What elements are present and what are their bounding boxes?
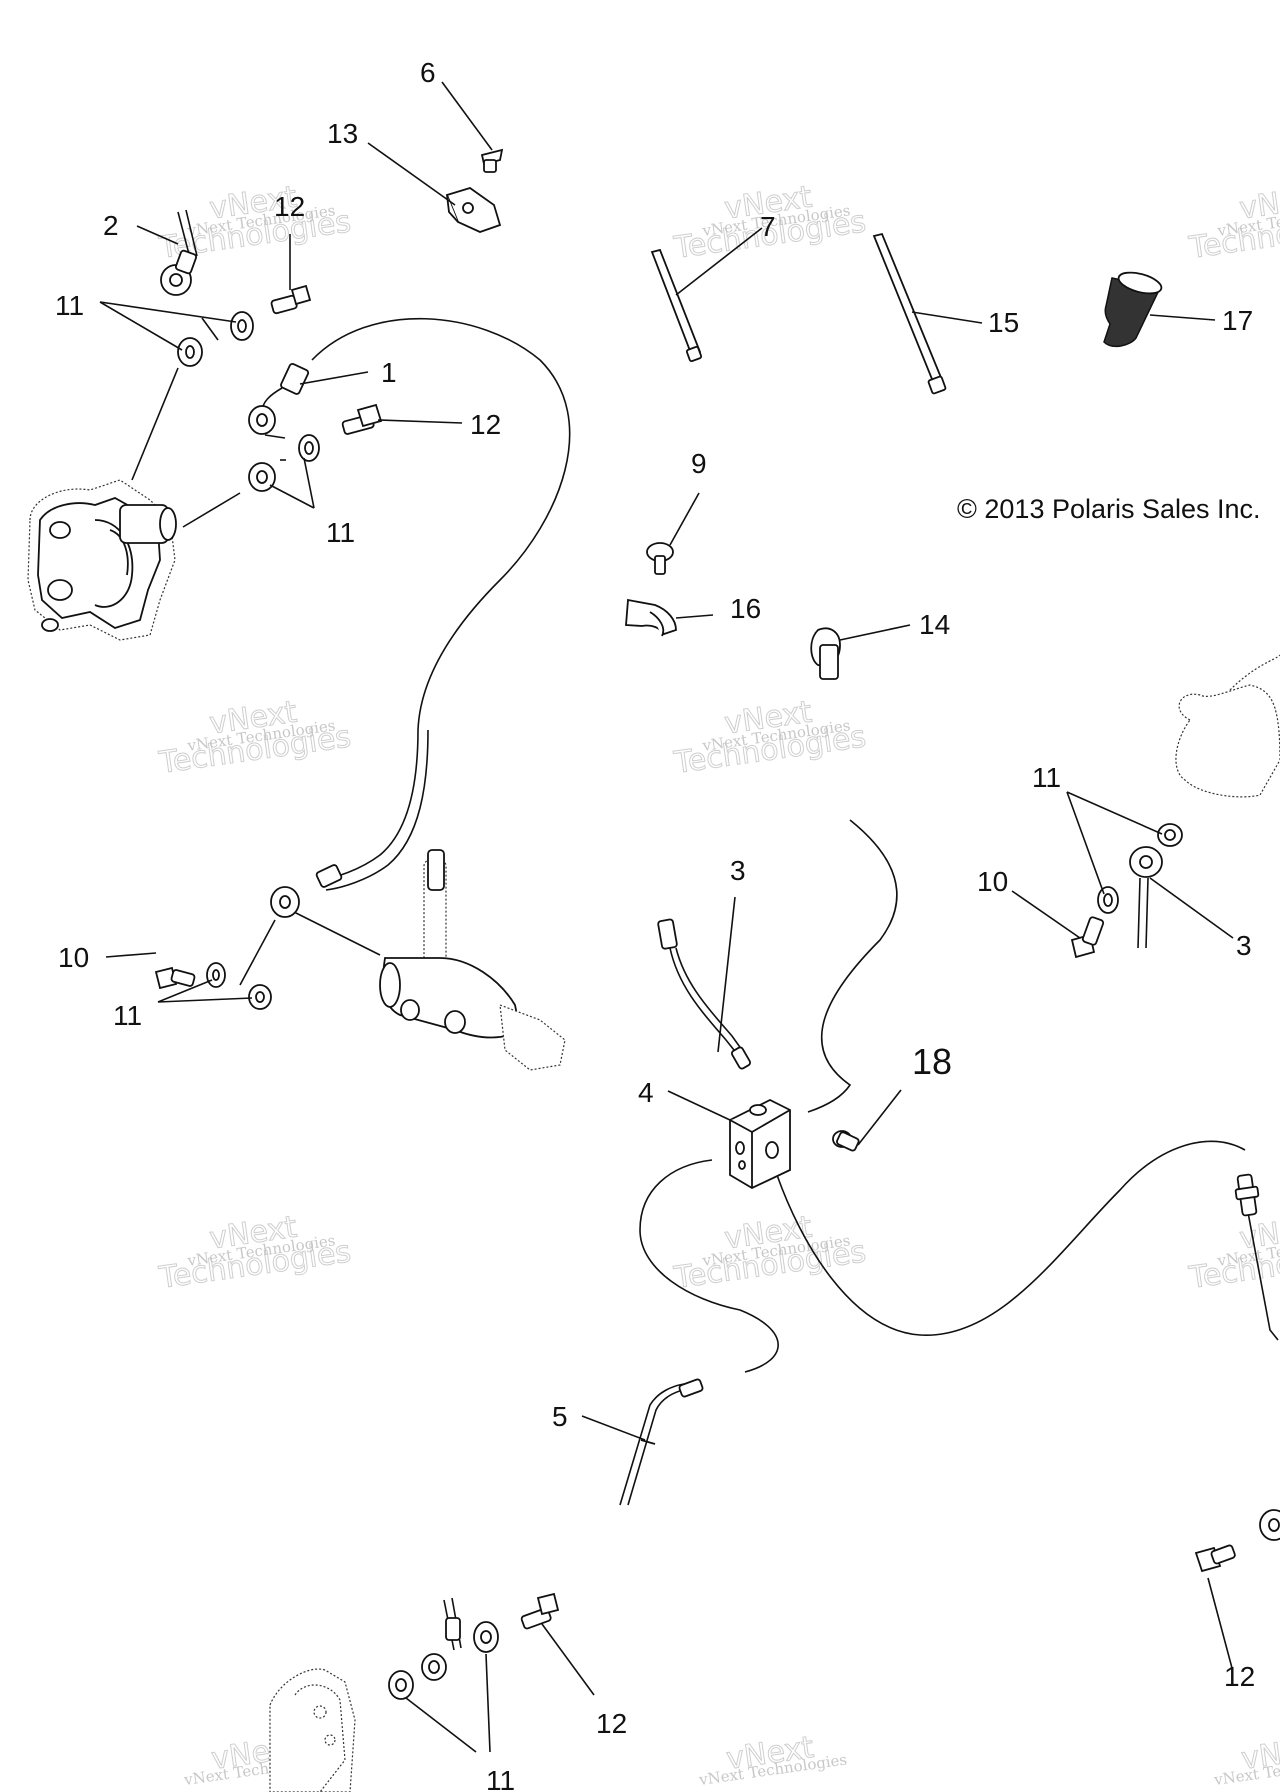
- callout-3: 3: [1236, 930, 1252, 961]
- rear-right-fitting: [1234, 1173, 1260, 1217]
- callout-11: 11: [113, 1000, 142, 1031]
- cable-tie-7: [650, 248, 703, 363]
- callout-3: 3: [730, 855, 746, 886]
- watermark: Technologies vNext Technologies vNext: [1186, 1209, 1280, 1296]
- callout-12: 12: [470, 409, 501, 440]
- sleeve-17: [1103, 271, 1163, 348]
- banjo-fitting-3-right: [1129, 846, 1163, 949]
- washers-11-left: [206, 962, 272, 1010]
- watermark: Technologies vNext Technologies vNext: [671, 694, 869, 781]
- caliper-right-partial: [1175, 654, 1280, 798]
- center-hose-upper: [807, 819, 898, 1113]
- callout-14: 14: [919, 609, 950, 640]
- banjo-fitting-bottom: [421, 1597, 462, 1681]
- callout-4: 4: [638, 1077, 654, 1108]
- watermark: vNext Technologies vNext: [697, 1729, 848, 1789]
- callout-1: 1: [381, 357, 397, 388]
- washers-11-top: [177, 311, 254, 367]
- copyright-text: © 2013 Polaris Sales Inc.: [957, 494, 1261, 524]
- front-hose-lower-inner: [325, 729, 429, 891]
- banjo-fitting-mc: [270, 864, 343, 918]
- banjo-fitting-1: [248, 362, 310, 435]
- distribution-block-4: [729, 1098, 791, 1190]
- banjo-fitting-2: [160, 209, 198, 296]
- callout-12: 12: [274, 191, 305, 222]
- center-hose-left-loop: [639, 1159, 779, 1373]
- callout-17: 17: [1222, 305, 1253, 336]
- brake-line-3-center: [657, 918, 751, 1070]
- callout-11: 11: [55, 290, 84, 321]
- callout-12: 12: [596, 1708, 627, 1739]
- bracket-13: [445, 187, 502, 233]
- washer-bottom-right-partial: [1259, 1509, 1280, 1541]
- svg-text:vNext: vNext: [1239, 1730, 1280, 1777]
- bolt-18: [832, 1130, 860, 1152]
- center-hose-right: [776, 1140, 1246, 1336]
- rear-left-caliper: [269, 1668, 356, 1792]
- callout-11: 11: [1032, 762, 1061, 793]
- callout-labels: 6 13 2 12 11 1 12 11 10 11 7 15 17 © 201…: [55, 57, 1261, 1792]
- clamp-14: [810, 627, 841, 680]
- front-left-caliper: [27, 479, 177, 641]
- callout-16: 16: [730, 593, 761, 624]
- watermarks: Technologies vNext Technologies vNext Te…: [156, 179, 1280, 1789]
- bolt-12-bottom: [520, 1592, 560, 1630]
- bolt-12-top: [270, 284, 312, 315]
- callout-15: 15: [988, 307, 1019, 338]
- watermark: Technologies vNext Technologies vNext: [671, 179, 869, 266]
- brake-line-5: [619, 1378, 704, 1506]
- callout-11: 11: [486, 1765, 515, 1792]
- callout-10: 10: [977, 866, 1008, 897]
- cable-tie-15: [872, 232, 947, 395]
- bolt-10-left: [154, 966, 196, 990]
- leader-lines: [99, 81, 1234, 1753]
- master-cylinder: [289, 849, 566, 1071]
- watermark: Technologies vNext Technologies vNext: [156, 694, 354, 781]
- bolt-12-bottom-right: [1194, 1544, 1236, 1573]
- svg-text:vNext: vNext: [1237, 1210, 1280, 1257]
- screw-9: [646, 542, 674, 575]
- watermark: vNext Technologies vNext: [1212, 1729, 1280, 1789]
- callout-5: 5: [552, 1401, 568, 1432]
- clip-16: [625, 598, 677, 637]
- front-hose-upper: [311, 317, 571, 731]
- callout-6: 6: [420, 57, 436, 88]
- callout-12: 12: [1224, 1661, 1255, 1692]
- callout-7: 7: [760, 211, 776, 242]
- callout-9: 9: [691, 448, 707, 479]
- washers-11-bottom: [388, 1621, 499, 1700]
- callout-10: 10: [58, 942, 89, 973]
- watermark: Technologies vNext Technologies vNext: [671, 1209, 869, 1296]
- callout-2: 2: [103, 210, 119, 241]
- callout-11: 11: [326, 517, 355, 548]
- bolt-10-right: [1070, 916, 1105, 959]
- watermark: Technologies vNext Technologies vNext: [1186, 179, 1280, 266]
- bolt-12-mid: [341, 403, 383, 435]
- screw-6: [480, 148, 504, 173]
- washers-11-right: [1097, 823, 1183, 914]
- callout-13: 13: [327, 118, 358, 149]
- washers-11-mid: [248, 434, 320, 492]
- callout-18: 18: [912, 1041, 952, 1082]
- watermark: Technologies vNext Technologies vNext: [156, 1209, 354, 1296]
- svg-text:vNext: vNext: [1237, 180, 1280, 227]
